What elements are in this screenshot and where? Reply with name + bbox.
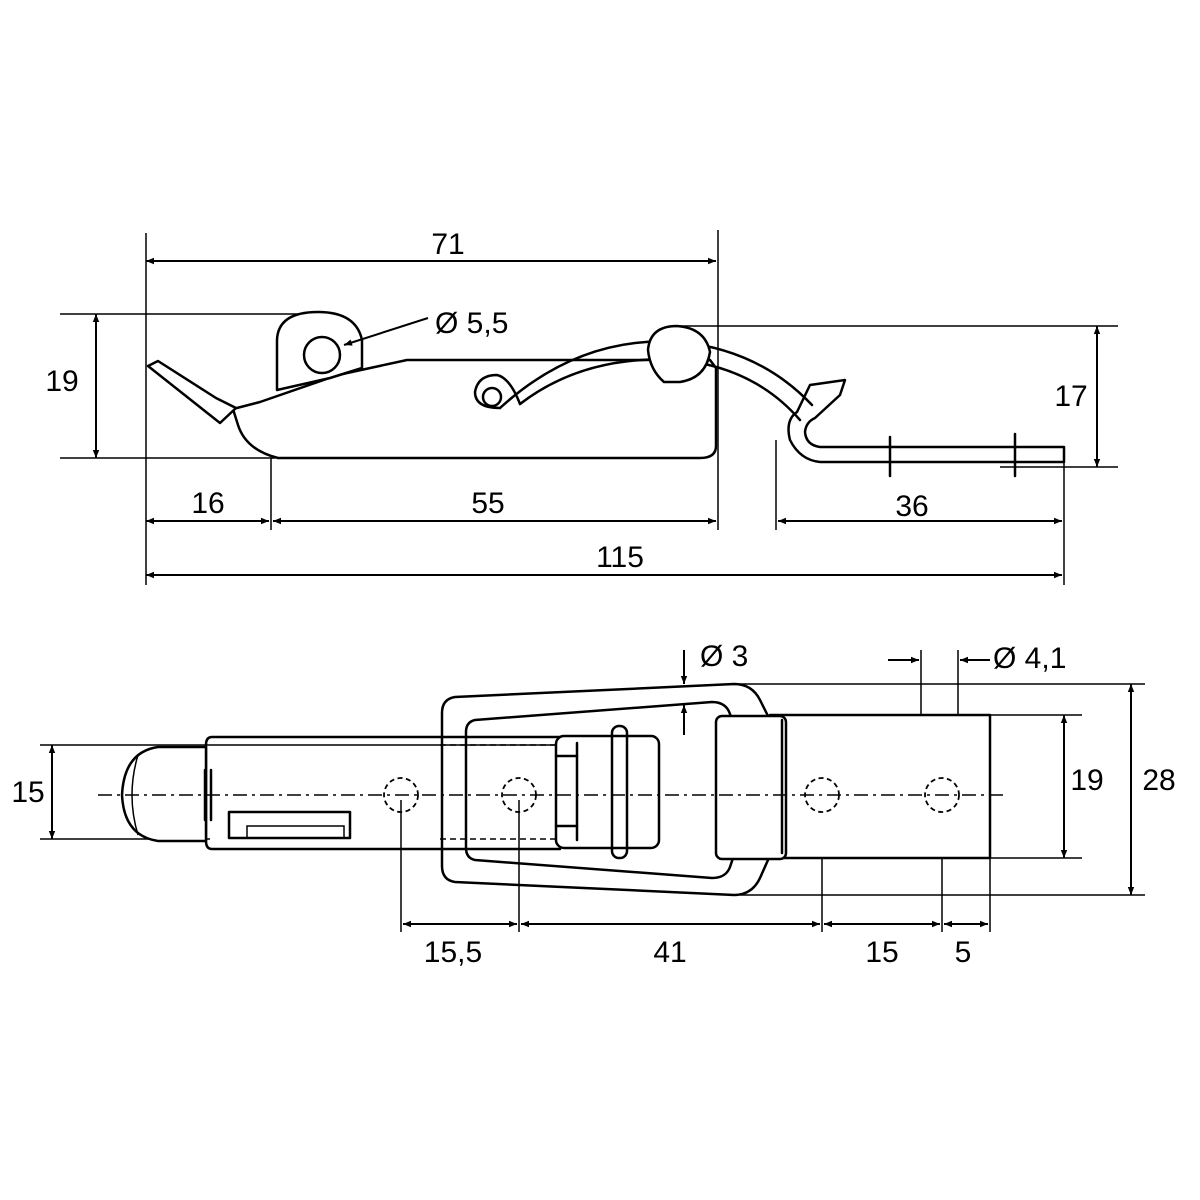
mounting-hole-3	[804, 777, 840, 813]
mounting-hole-4	[924, 777, 960, 813]
dim-label-41: 41	[653, 936, 686, 969]
mounting-hole-1	[383, 777, 419, 813]
dim-label-15-horizontal: 15	[865, 936, 898, 969]
dim-label-55: 55	[471, 487, 504, 520]
bail-frame-inner	[464, 700, 736, 880]
dim-label-19-top: 19	[1070, 764, 1103, 797]
catch-keeper	[787, 378, 1066, 464]
bail-frame-outer	[440, 682, 770, 897]
base-strip	[204, 735, 562, 851]
hinge-block	[554, 734, 661, 850]
lever-end	[120, 745, 208, 843]
dim-label-19-side: 19	[45, 365, 78, 398]
dim-label-15-5: 15,5	[424, 936, 482, 969]
dim-label-71: 71	[431, 228, 464, 261]
dim-label-115: 115	[596, 541, 644, 574]
keeper-hook	[714, 714, 788, 861]
dim-label-15-vertical: 15	[11, 776, 44, 809]
lever-pivot-boss	[646, 324, 712, 384]
dim-label-3: Ø 3	[700, 640, 748, 673]
dim-label-36: 36	[895, 490, 928, 523]
dim-label-5: 5	[955, 936, 972, 969]
side-view: 71 19 Ø 5,5 17 16 55 36 115	[45, 228, 1118, 585]
top-view: Ø 3 Ø 4,1 15 19 28 15,5 41 15 5	[11, 640, 1175, 969]
leader-5-5	[343, 317, 429, 346]
dim-label-28: 28	[1142, 764, 1175, 797]
dim-label-17: 17	[1054, 380, 1087, 413]
bail-pivot-end	[473, 373, 522, 410]
mounting-hole-2	[501, 777, 537, 813]
lever-handle	[146, 359, 238, 425]
dim-label-4-1: Ø 4,1	[993, 642, 1066, 675]
bail-pin	[481, 386, 503, 408]
hinge-ear	[275, 310, 364, 392]
dim-label-5-5: Ø 5,5	[435, 307, 508, 340]
pivot-hole-5-5	[302, 335, 342, 375]
dim-label-16: 16	[191, 487, 224, 520]
